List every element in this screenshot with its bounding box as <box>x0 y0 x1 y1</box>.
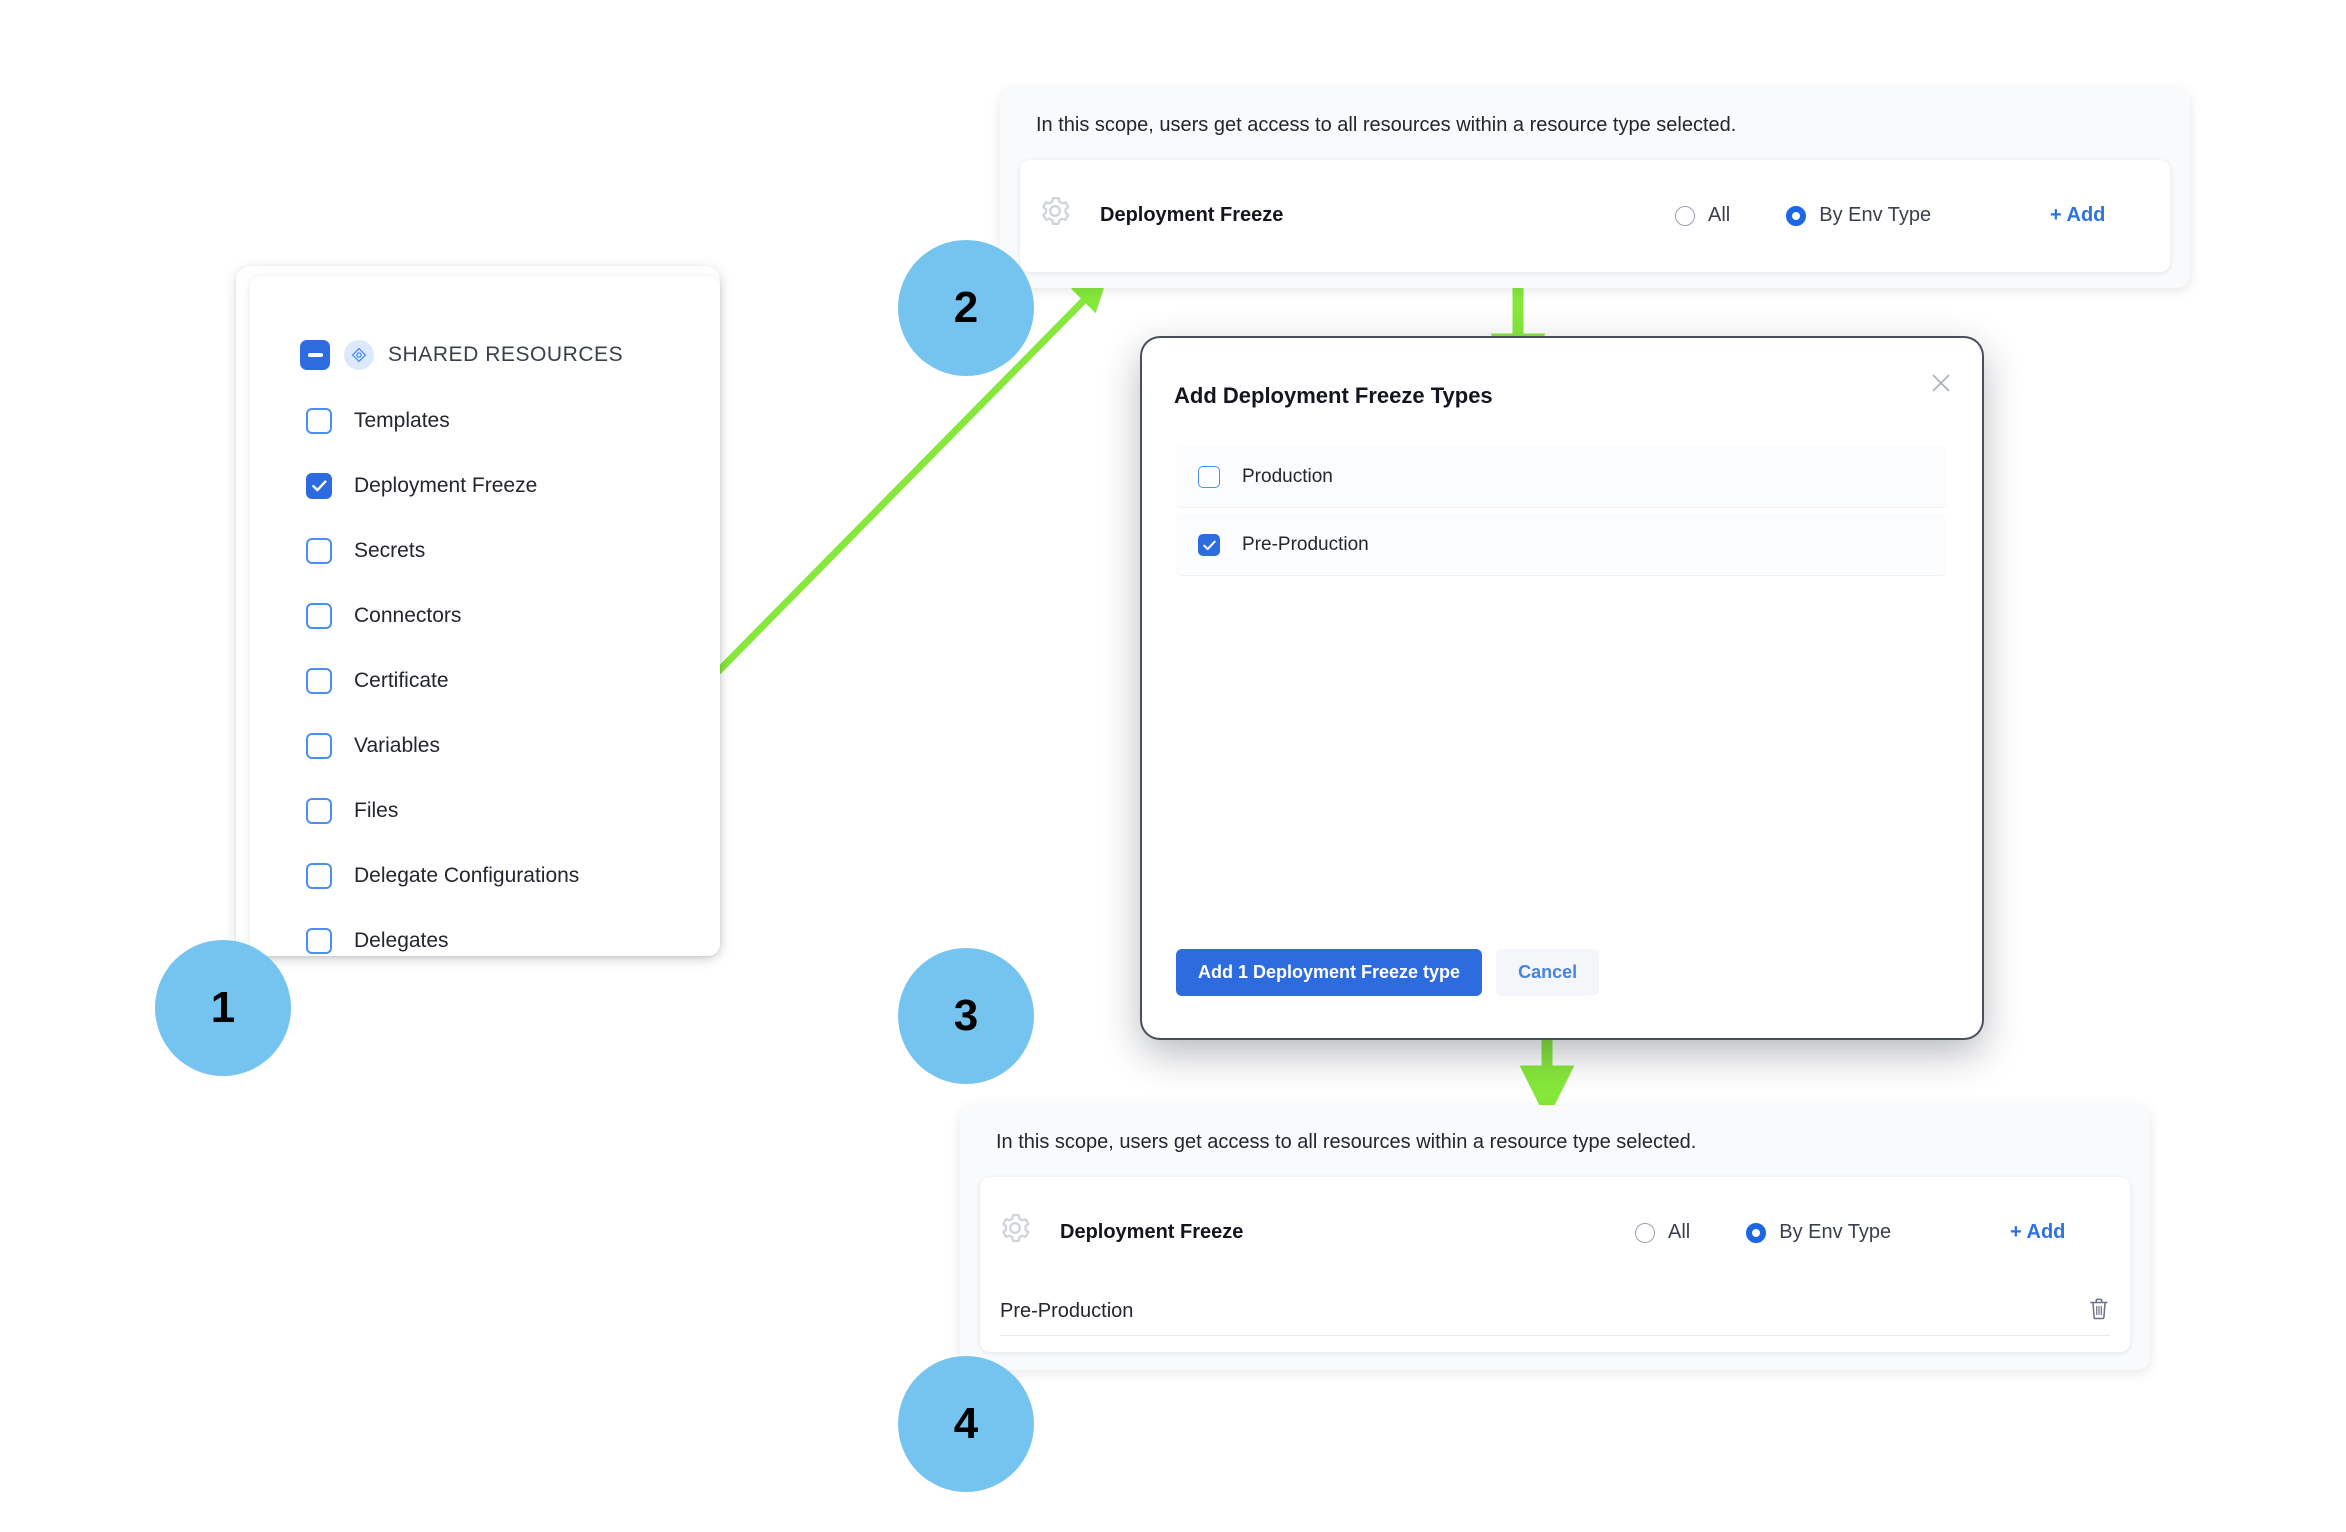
radio-by-env-type-label: By Env Type <box>1819 204 1932 226</box>
modal-title: Add Deployment Freeze Types <box>1174 383 1493 408</box>
step-marker-4: 4 <box>898 1356 1034 1492</box>
step-marker-3: 3 <box>898 948 1034 1084</box>
gear-icon <box>1038 194 1072 233</box>
checkbox-certificate[interactable] <box>306 667 332 694</box>
checkbox-templates[interactable] <box>306 407 332 434</box>
resource-item-templates[interactable]: Templates <box>250 388 720 453</box>
checkbox-delegate-configurations[interactable] <box>306 862 332 889</box>
shared-resources-label: SHARED RESOURCES <box>388 343 624 366</box>
shared-resources-header[interactable]: SHARED RESOURCES <box>300 340 623 370</box>
radio-all-label: All <box>1668 1221 1691 1243</box>
radio-all-dot[interactable] <box>1675 205 1695 226</box>
add-button[interactable]: + Add <box>2050 204 2106 226</box>
freeze-type-option-list: Production Pre-Production <box>1176 446 1946 582</box>
modal-footer: Add 1 Deployment Freeze type Cancel <box>1176 949 1600 996</box>
resource-type-row-card: Deployment Freeze All By Env Type + Add … <box>980 1177 2130 1352</box>
env-row-divider <box>1000 1335 2110 1336</box>
arrow-1-to-2 <box>687 276 1108 703</box>
cancel-button[interactable]: Cancel <box>1496 949 1600 996</box>
radio-by-env-type-dot[interactable] <box>1746 1222 1767 1243</box>
shared-resources-card-inner: SHARED RESOURCES Templates Deployment Fr… <box>250 276 720 956</box>
scope-mode-radio-group: All By Env Type <box>1675 204 1931 227</box>
resource-item-delegate-configurations[interactable]: Delegate Configurations <box>250 843 720 908</box>
resource-item-label: Files <box>354 798 399 822</box>
resource-item-deployment-freeze[interactable]: Deployment Freeze <box>250 453 720 518</box>
selected-env-name: Pre-Production <box>1000 1300 1134 1322</box>
resource-item-connectors[interactable]: Connectors <box>250 583 720 648</box>
resource-item-delegates[interactable]: Delegates <box>250 908 720 973</box>
resource-item-label: Delegates <box>354 928 449 952</box>
close-icon[interactable] <box>1924 366 1958 400</box>
scope-mode-radio-group: All By Env Type <box>1635 1221 1891 1244</box>
checkbox-production[interactable] <box>1198 466 1220 488</box>
selected-env-row: Pre-Production <box>1000 1297 2110 1326</box>
checkbox-files[interactable] <box>306 797 332 824</box>
add-freeze-type-button[interactable]: Add 1 Deployment Freeze type <box>1176 949 1483 996</box>
scope-note: In this scope, users get access to all r… <box>996 1131 1697 1153</box>
resource-item-secrets[interactable]: Secrets <box>250 518 720 583</box>
scope-note: In this scope, users get access to all r… <box>1036 114 1737 136</box>
resource-item-label: Deployment Freeze <box>354 473 538 497</box>
resource-item-label: Variables <box>354 733 440 757</box>
radio-all[interactable]: All <box>1635 1221 1690 1244</box>
resource-item-certificate[interactable]: Certificate <box>250 648 720 713</box>
modal-option-production[interactable]: Production <box>1176 446 1946 508</box>
radio-by-env-type[interactable]: By Env Type <box>1786 204 1931 227</box>
radio-by-env-type[interactable]: By Env Type <box>1746 1221 1891 1244</box>
gear-icon <box>998 1211 1032 1250</box>
step-marker-2: 2 <box>898 240 1034 376</box>
resource-type-title: Deployment Freeze <box>1100 204 1284 226</box>
resource-type-title: Deployment Freeze <box>1060 1221 1244 1243</box>
resource-item-label: Connectors <box>354 603 462 627</box>
resource-item-variables[interactable]: Variables <box>250 713 720 778</box>
trash-glyph <box>2090 1298 2108 1320</box>
minus-icon[interactable] <box>300 340 330 370</box>
checkbox-delegates[interactable] <box>306 927 332 954</box>
add-button[interactable]: + Add <box>2010 1221 2066 1243</box>
modal-option-label: Pre-Production <box>1242 534 1369 555</box>
resource-item-files[interactable]: Files <box>250 778 720 843</box>
checkbox-connectors[interactable] <box>306 602 332 629</box>
resource-item-label: Templates <box>354 408 450 432</box>
resource-type-row-card: Deployment Freeze All By Env Type + Add <box>1020 160 2170 272</box>
add-deployment-freeze-types-modal: Add Deployment Freeze Types Production P… <box>1142 338 1982 1038</box>
resource-item-label: Delegate Configurations <box>354 863 580 887</box>
checkbox-pre-production[interactable] <box>1198 534 1220 556</box>
radio-by-env-type-label: By Env Type <box>1779 1221 1892 1243</box>
radio-all-label: All <box>1708 204 1731 226</box>
scope-panel-before: In this scope, users get access to all r… <box>1000 88 2190 288</box>
check-icon <box>1202 540 1216 550</box>
radio-by-env-type-dot[interactable] <box>1786 205 1807 226</box>
step-marker-1: 1 <box>155 940 291 1076</box>
resource-item-label: Certificate <box>354 668 449 692</box>
check-icon <box>311 479 327 491</box>
modal-option-label: Production <box>1242 466 1333 487</box>
resource-type-list: Templates Deployment Freeze Secrets <box>250 388 720 973</box>
trash-icon[interactable] <box>2088 1297 2110 1326</box>
resource-group-glyph <box>351 347 367 363</box>
checkbox-secrets[interactable] <box>306 537 332 564</box>
checkbox-deployment-freeze[interactable] <box>306 472 332 499</box>
radio-all-dot[interactable] <box>1635 1222 1655 1243</box>
gear-glyph <box>1042 196 1070 226</box>
scope-panel-after: In this scope, users get access to all r… <box>960 1105 2150 1370</box>
modal-option-pre-production[interactable]: Pre-Production <box>1176 514 1946 576</box>
resource-group-icon <box>344 340 374 370</box>
gear-glyph <box>1002 1213 1030 1243</box>
radio-all[interactable]: All <box>1675 204 1730 227</box>
shared-resources-card: SHARED RESOURCES Templates Deployment Fr… <box>236 266 720 956</box>
checkbox-variables[interactable] <box>306 732 332 759</box>
resource-item-label: Secrets <box>354 538 426 562</box>
close-glyph <box>1932 374 1950 392</box>
